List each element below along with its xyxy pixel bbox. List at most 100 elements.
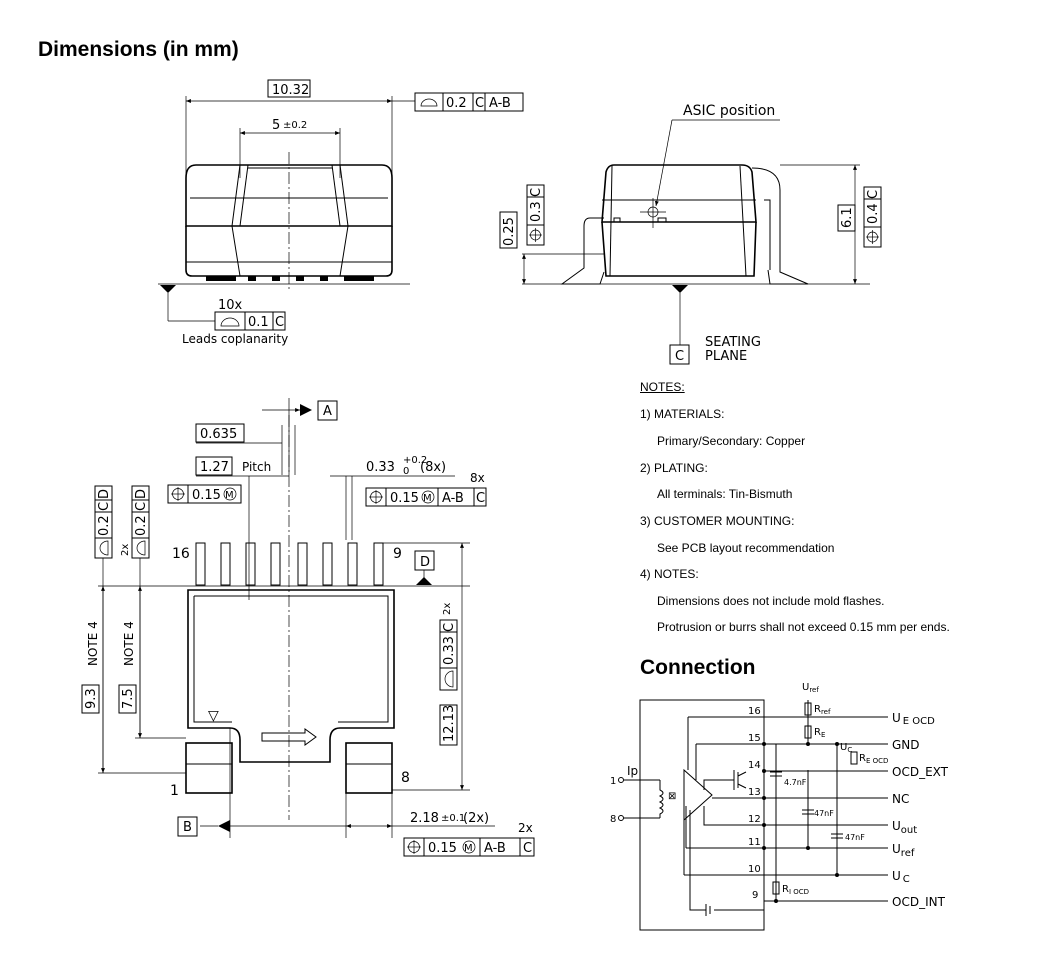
asic-tol-datum: C: [529, 188, 544, 197]
connection-title: Connection: [640, 656, 756, 679]
note-4-detail: Dimensions does not include mold flashes…: [657, 594, 885, 608]
pin-label-13: 13: [748, 787, 761, 798]
lead-width: 0.33: [366, 460, 395, 475]
note-4b: NOTE 4: [122, 621, 136, 666]
note-1-label: 1) MATERIALS:: [640, 407, 725, 421]
half-pitch: 0.635: [200, 427, 237, 442]
pin-1: 1: [170, 783, 179, 799]
signal-gnd: GND: [892, 738, 920, 752]
foot-tol-ref: A-B: [484, 841, 506, 856]
signal-nc: NC: [892, 792, 909, 806]
front-view: 10.32 0.2 C A-B 5 ±0.2: [158, 79, 524, 346]
datum-d: D: [420, 555, 430, 570]
left-tol-1-val: 0.2: [97, 515, 112, 536]
cap-47nf-3-label: 47nF: [845, 833, 865, 842]
pitch-label: Pitch: [242, 460, 271, 474]
note-4-extra: Protrusion or burrs shall not exceed 0.1…: [657, 620, 950, 634]
re-label: RE: [814, 727, 825, 739]
rref-label: Rref: [814, 704, 831, 716]
pitch-box: [195, 456, 233, 476]
lead-width-tol: +0.2: [403, 455, 427, 466]
right-tol-val: 0.33: [442, 636, 457, 665]
pitch-tol-val: 0.15: [192, 488, 221, 503]
uc-label: UC: [840, 742, 852, 754]
ri-ocd-label: RI OCD: [782, 884, 809, 896]
height-box: [837, 204, 856, 232]
datum-c: C: [675, 349, 684, 364]
coplanarity-datum: C: [275, 315, 284, 330]
pin-lines: [764, 716, 888, 902]
note-3-label: 3) CUSTOMER MOUNTING:: [640, 514, 795, 528]
note-3-detail: See PCB layout recommendation: [657, 541, 835, 555]
notes-heading: NOTES:: [640, 380, 685, 394]
lead-height: 0.25: [502, 217, 517, 246]
height-tol-val: 0.4: [866, 203, 881, 224]
dim-75-box: [118, 684, 137, 714]
left-tol-2-datum-c: C: [134, 502, 149, 511]
coplanarity-val: 0.1: [248, 315, 269, 330]
left-tol-2-val: 0.2: [134, 515, 149, 536]
amplifier-symbol: [683, 768, 713, 822]
lead-pos-count: 8x: [470, 471, 485, 485]
uref-label: Uref: [802, 682, 819, 694]
left-tol-1-datum-d: D: [97, 489, 112, 499]
hall-sensor-icon: ⊠: [668, 791, 676, 802]
datum-a: A: [323, 404, 332, 419]
pitch-tol-mod: M: [225, 490, 234, 501]
foot-count: 2x: [518, 821, 533, 835]
lead-pos-mod: M: [423, 493, 432, 504]
height-dim: 6.1: [840, 207, 855, 228]
width-tol-val: 0.2: [446, 96, 467, 111]
leads-count: 10x: [218, 298, 243, 313]
asic-label: ASIC position: [683, 103, 775, 119]
lead-pos-ref: A-B: [442, 491, 464, 506]
half-pitch-box: [195, 423, 245, 443]
note-1-detail: Primary/Secondary: Copper: [657, 434, 806, 448]
right-count: 2x: [442, 603, 453, 615]
input-pin-8: 8: [610, 814, 616, 825]
foot-width-count: (2x): [463, 811, 489, 826]
marker-triangle: ▽: [208, 708, 219, 724]
lead-pos-datum: C: [476, 491, 485, 506]
width-dim: 10.32: [272, 83, 309, 98]
cap-47nf-label: 4.7nF: [784, 778, 807, 787]
center-dim-tol: ±0.2: [283, 120, 307, 131]
dim-1213: 12.13: [442, 705, 457, 742]
dim-93-box: [81, 684, 100, 714]
dimensions-title: Dimensions (in mm): [38, 38, 239, 61]
pin-label-15: 15: [748, 733, 761, 744]
seating-plane-2: PLANE: [705, 349, 747, 364]
width-tol-frame: 0.2 C A-B: [414, 92, 524, 112]
width-dim-box: [267, 79, 311, 98]
left-tol-frames: D C 0.2 D C 0.2 2x: [94, 485, 150, 559]
dim-75: 7.5: [121, 688, 136, 709]
note-4-label: 4) NOTES:: [640, 567, 699, 581]
asic-tol-val: 0.3: [529, 201, 544, 222]
lead-pos-val: 0.15: [390, 491, 419, 506]
foot-tol-val: 0.15: [428, 841, 457, 856]
left-tol-1-datum-c: C: [97, 502, 112, 511]
center-dim: 5: [272, 118, 280, 133]
input-label: Ip: [627, 764, 638, 778]
right-tol-datum: C: [442, 623, 457, 632]
pin-label-16: 16: [748, 706, 761, 717]
lead-width-tol-lo: 0: [403, 466, 409, 477]
pitch-dim: 1.27: [200, 460, 229, 475]
width-tol-ref: A-B: [489, 96, 511, 111]
note-2-label: 2) PLATING:: [640, 461, 708, 475]
seating-plane-1: SEATING: [705, 335, 761, 350]
left-count: 2x: [120, 544, 131, 556]
input-pin-1: 1: [610, 776, 616, 787]
re-ocd-label: RE OCD: [859, 753, 888, 765]
cap-47nf-2-label: 47nF: [814, 809, 834, 818]
note-4a: NOTE 4: [86, 621, 100, 666]
note-2-detail: All terminals: Tin-Bismuth: [657, 487, 793, 501]
pin-8: 8: [401, 770, 410, 786]
pin-label-14: 14: [748, 760, 761, 771]
foot-width-tol: ±0.1: [441, 813, 465, 824]
pin-9: 9: [393, 546, 402, 562]
bottom-view: A 0.635 1.27 Pitch 0.15 M: [81, 398, 535, 857]
pin-label-9: 9: [752, 890, 758, 901]
